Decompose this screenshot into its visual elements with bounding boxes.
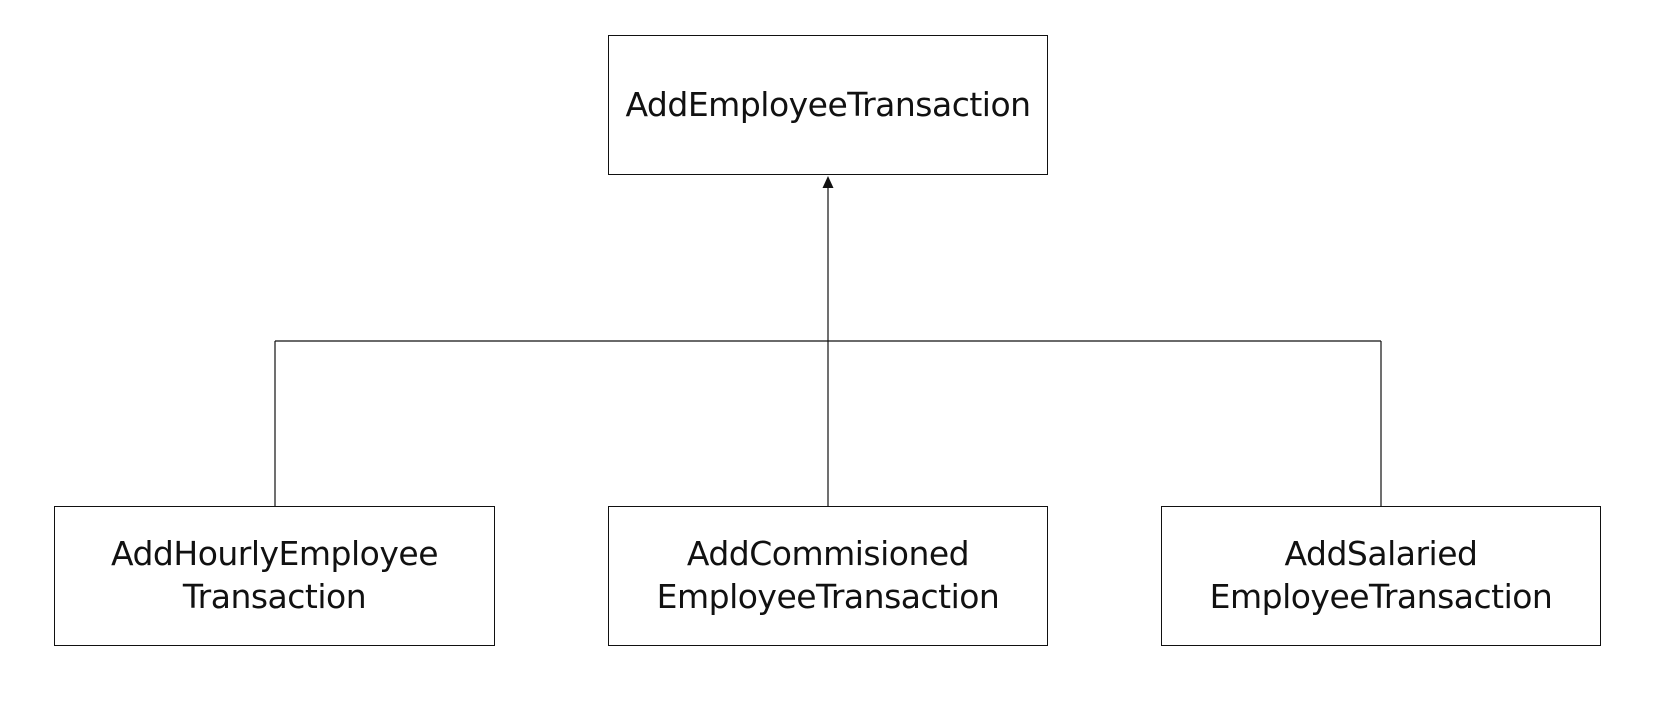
class-box-add-hourly-employee-transaction: AddHourlyEmployee Transaction <box>54 506 495 646</box>
generalization-arrowhead <box>822 176 834 188</box>
class-name-line: EmployeeTransaction <box>656 577 1000 616</box>
class-box-add-salaried-employee-transaction: AddSalaried EmployeeTransaction <box>1161 506 1601 646</box>
class-name-line: AddCommisioned <box>686 534 970 574</box>
class-name-line: AddEmployeeTransaction <box>625 84 1031 124</box>
class-name-line: AddHourlyEmployee <box>110 534 439 574</box>
class-name-line: EmployeeTransaction <box>1209 577 1553 616</box>
class-box-add-commisioned-employee-transaction: AddCommisioned EmployeeTransaction <box>608 506 1048 646</box>
class-name-line: AddSalaried <box>1284 534 1478 574</box>
class-box-add-employee-transaction: AddEmployeeTransaction <box>608 35 1048 175</box>
class-name-line: Transaction <box>182 577 367 616</box>
